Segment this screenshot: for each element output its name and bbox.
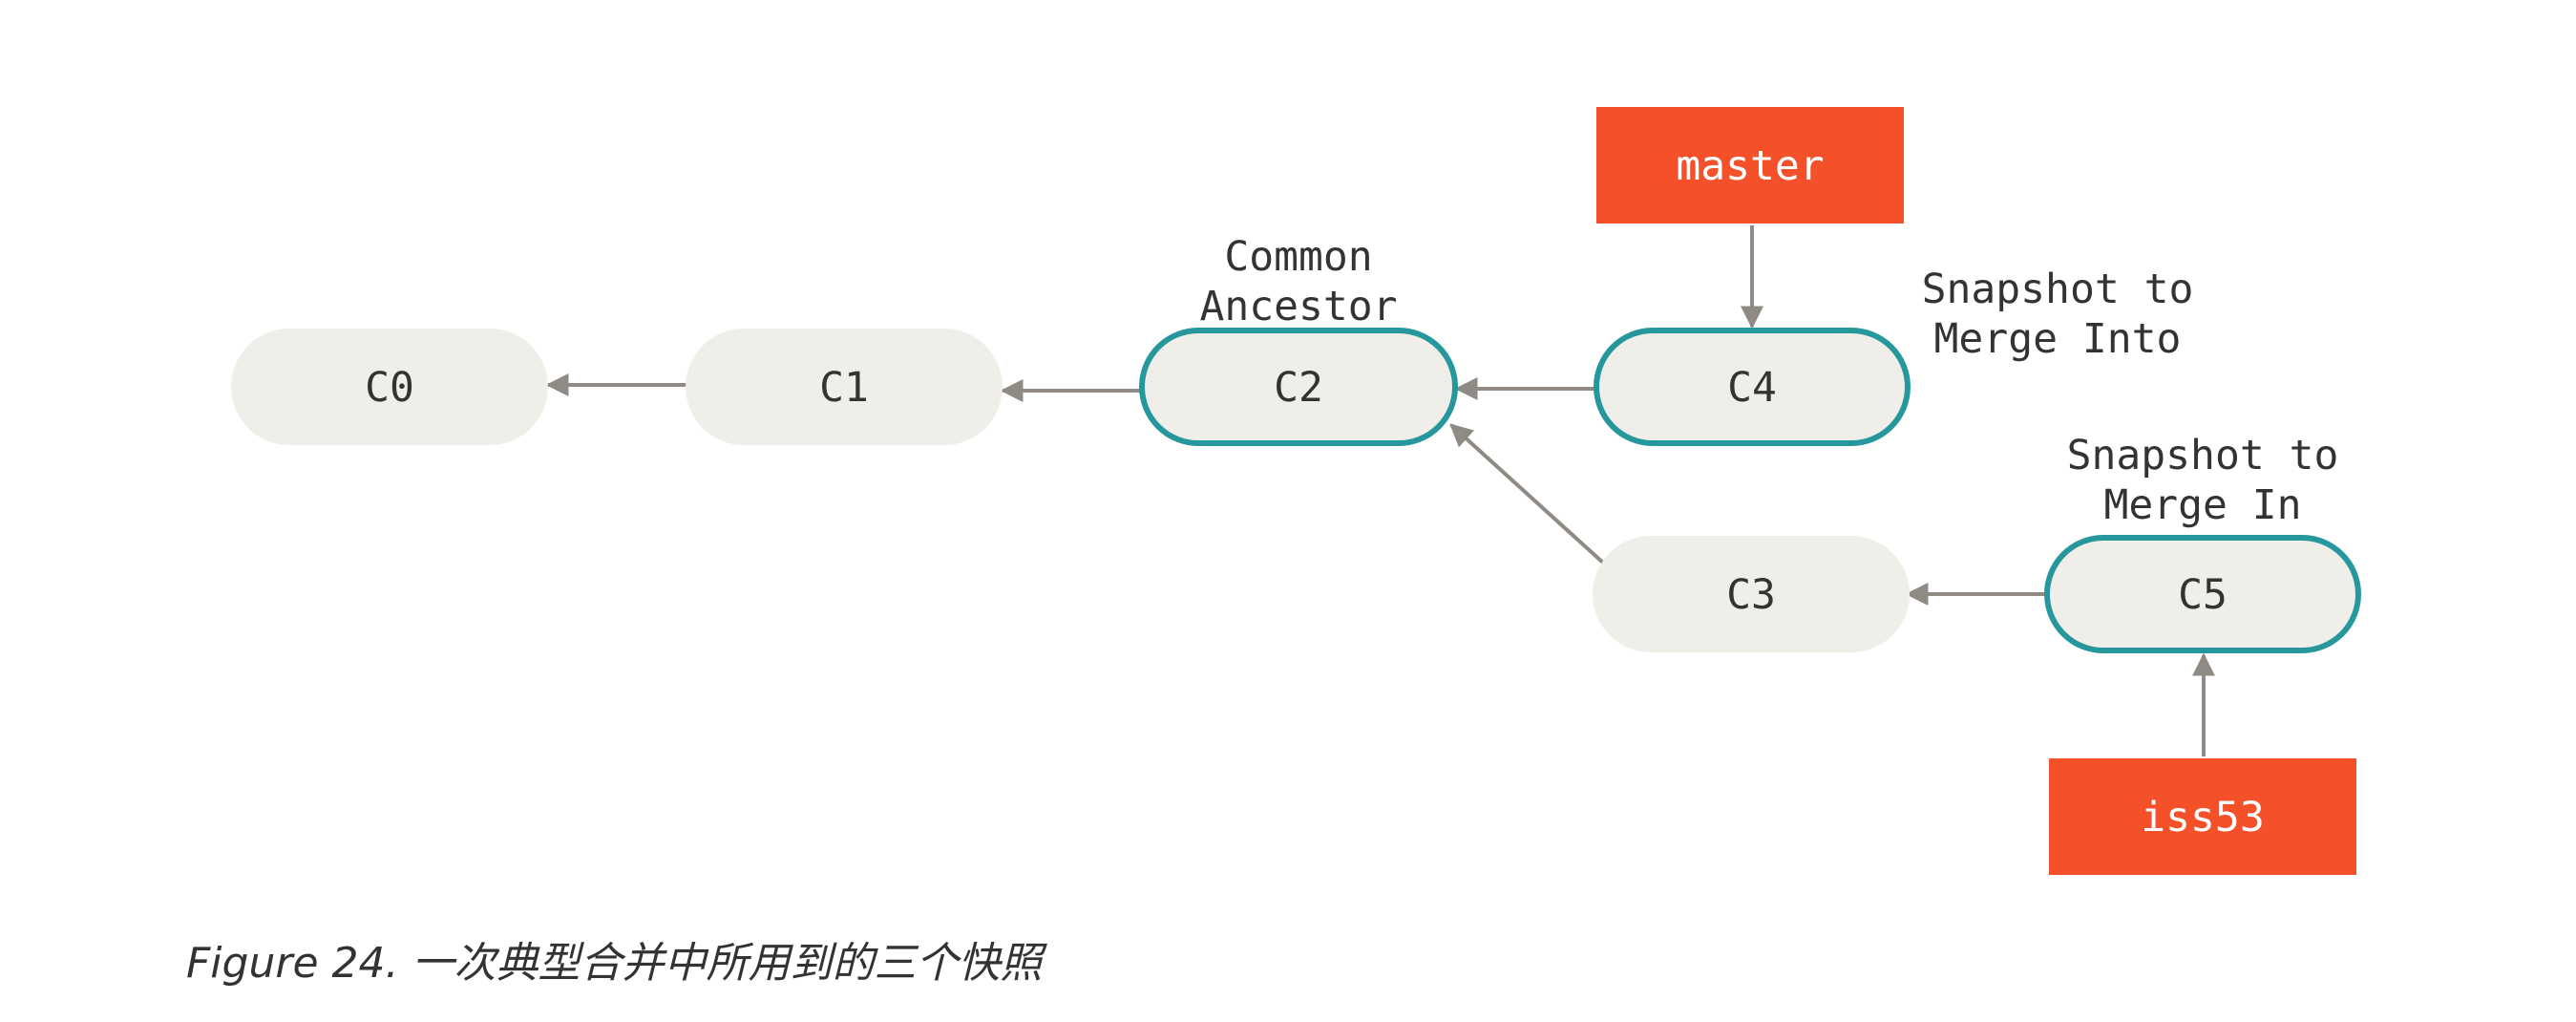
commit-label: C3	[1726, 571, 1776, 619]
commit-label: C5	[2178, 571, 2228, 619]
annotation-line: Merge Into	[1934, 315, 2182, 363]
commit-node-c0: C0	[231, 329, 548, 445]
arrow-c3-to-c2	[1449, 423, 1606, 565]
figure-caption: Figure 24. 一次典型合并中所用到的三个快照	[186, 928, 1042, 990]
git-merge-diagram: C0 C1 C2 C4 C3 C5 master iss53 Common An…	[231, 107, 2361, 875]
commit-node-c4: C4	[1594, 328, 1911, 446]
annotation-line: Snapshot to	[1922, 266, 2194, 313]
figure-number: Figure 24.	[186, 939, 399, 988]
branch-label: iss53	[2141, 794, 2264, 841]
annotation-line: Merge In	[2103, 481, 2301, 529]
annotation-merge-in: Snapshot to Merge In	[2067, 432, 2339, 529]
branch-iss53: iss53	[2049, 758, 2356, 875]
commit-label: C4	[1727, 364, 1777, 412]
annotation-line: Common	[1224, 233, 1372, 281]
branch-master: master	[1596, 107, 1904, 224]
annotation-line: Ancestor	[1199, 283, 1397, 330]
commit-arrows	[545, 225, 2215, 756]
commit-label: C1	[819, 364, 869, 412]
annotation-line: Snapshot to	[2067, 432, 2339, 479]
annotation-common-ancestor: Common Ancestor	[1199, 233, 1397, 330]
annotation-merge-into: Snapshot to Merge Into	[1922, 266, 2194, 363]
branch-label: master	[1676, 142, 1824, 190]
commit-label: C2	[1274, 364, 1323, 412]
commit-node-c5: C5	[2044, 535, 2361, 653]
figure-caption-text: 一次典型合并中所用到的三个快照	[412, 939, 1043, 988]
commit-node-c1: C1	[686, 329, 1003, 445]
commit-node-c3: C3	[1593, 536, 1910, 652]
commit-node-c2: C2	[1139, 328, 1458, 446]
commit-label: C0	[365, 364, 414, 412]
